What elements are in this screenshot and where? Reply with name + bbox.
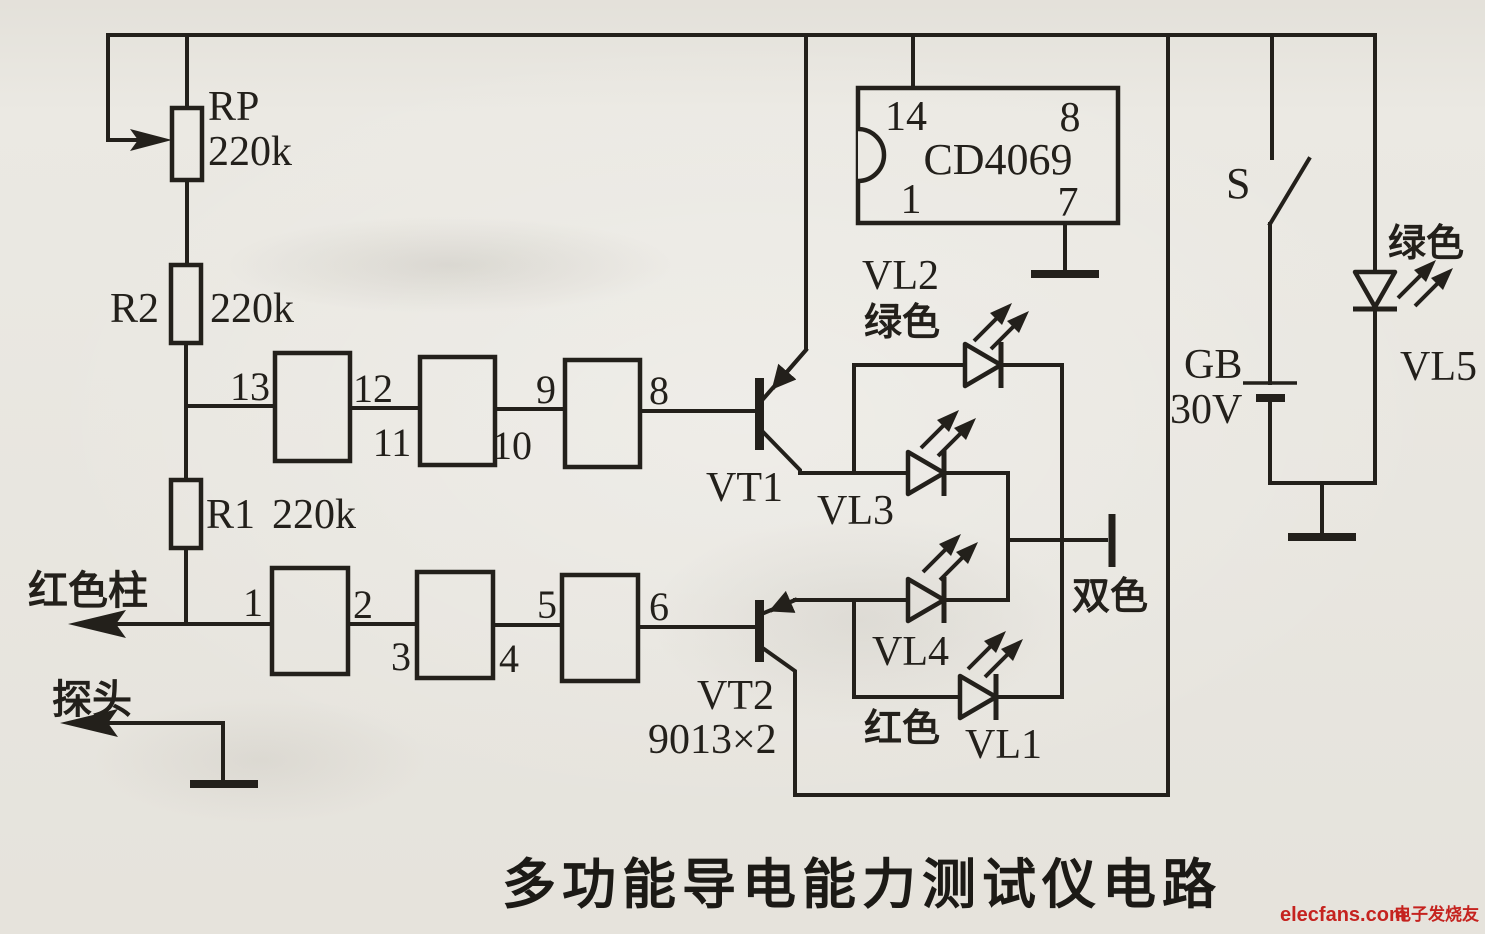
- label-rp: RP: [208, 84, 259, 130]
- inverter-row-bottom: [110, 565, 757, 684]
- led-vl3: [908, 408, 978, 496]
- divider-chain-wires: [184, 33, 277, 626]
- potentiometer-rp: [169, 105, 205, 183]
- inverter-gate-box: [269, 565, 351, 677]
- pin-9: 9: [536, 367, 556, 412]
- ic-pin-8: 8: [1060, 95, 1081, 141]
- label-vl1-color: 红色: [864, 708, 940, 750]
- schematic-title: 多功能导电能力测试仪电路: [502, 855, 1222, 915]
- inverter-gate-box: [562, 357, 643, 470]
- wiper-arrow-icon: [130, 129, 172, 151]
- pin-10: 10: [492, 423, 532, 468]
- label-r2: R2: [110, 286, 159, 332]
- label-vt2: VT2: [697, 673, 774, 719]
- label-r1-value: 220k: [272, 492, 356, 538]
- inverter-gate-box: [417, 354, 498, 468]
- pin-3: 3: [391, 634, 411, 679]
- transistor-vt1: [755, 33, 809, 475]
- inverter-gate-box: [272, 350, 353, 464]
- terminal-arrow-icon: [68, 610, 126, 638]
- label-vl1: VL1: [965, 722, 1042, 768]
- led-vl4: [908, 532, 980, 623]
- label-r1: R1: [206, 492, 255, 538]
- label-probe: 探头: [52, 678, 132, 722]
- transistor-vt2: [755, 590, 798, 797]
- led-block-wires: [793, 363, 1108, 699]
- pin-6: 6: [649, 584, 669, 629]
- emitter-arrow-icon: [768, 590, 798, 613]
- ic-notch-icon: [857, 126, 887, 184]
- battery-gb: [1243, 381, 1377, 541]
- label-red-post: 红色柱: [28, 569, 148, 613]
- inverter-row-top: [272, 350, 757, 470]
- probe-terminal: [60, 709, 258, 788]
- watermark-name: 电子发烧友: [1394, 904, 1479, 924]
- pin-11: 11: [373, 420, 412, 465]
- label-vl4: VL4: [872, 629, 949, 675]
- ic-cd4069: [855, 33, 1121, 278]
- pin-4: 4: [499, 636, 519, 681]
- ic-name: CD4069: [923, 135, 1072, 184]
- label-dual-color: 双色: [1072, 576, 1148, 618]
- terminal-arrow-icon: [60, 709, 118, 737]
- pin-5: 5: [537, 582, 557, 627]
- label-battery-voltage: 30V: [1170, 387, 1242, 433]
- pin-1: 1: [243, 580, 263, 625]
- label-vl5: VL5: [1400, 344, 1477, 390]
- pin-8: 8: [649, 368, 669, 413]
- label-rp-value: 220k: [208, 129, 292, 175]
- rp-feedback-wire: [106, 33, 172, 151]
- led-vl5: [1353, 33, 1455, 485]
- pin-2: 2: [353, 582, 373, 627]
- inverter-gate-box: [414, 569, 496, 681]
- power-rail-top: [106, 33, 1377, 797]
- label-vt1: VT1: [706, 465, 783, 511]
- red-post-terminal: [68, 610, 126, 638]
- label-vt-model: 9013×2: [648, 717, 777, 763]
- ic-pin-7: 7: [1058, 180, 1079, 226]
- led-vl2: [965, 301, 1031, 388]
- label-vl3: VL3: [817, 488, 894, 534]
- led-vl1: [960, 629, 1025, 720]
- ic-pin-1: 1: [901, 177, 922, 223]
- label-vl5-color: 绿色: [1388, 223, 1464, 265]
- emitter-arrow-icon: [771, 347, 809, 390]
- switch-s: [1267, 33, 1312, 385]
- resistor-r1: [168, 477, 204, 551]
- inverter-gate-box: [559, 572, 641, 684]
- ic-pin-14: 14: [885, 94, 927, 140]
- label-vl2-color: 绿色: [864, 302, 940, 344]
- label-switch: S: [1226, 159, 1250, 208]
- label-vl2: VL2: [862, 253, 939, 299]
- pin-13: 13: [230, 364, 270, 409]
- resistor-r2: [168, 262, 204, 346]
- pin-12: 12: [353, 366, 393, 411]
- watermark-site: elecfans.com: [1280, 904, 1407, 926]
- label-battery: GB: [1184, 342, 1242, 388]
- label-r2-value: 220k: [210, 286, 294, 332]
